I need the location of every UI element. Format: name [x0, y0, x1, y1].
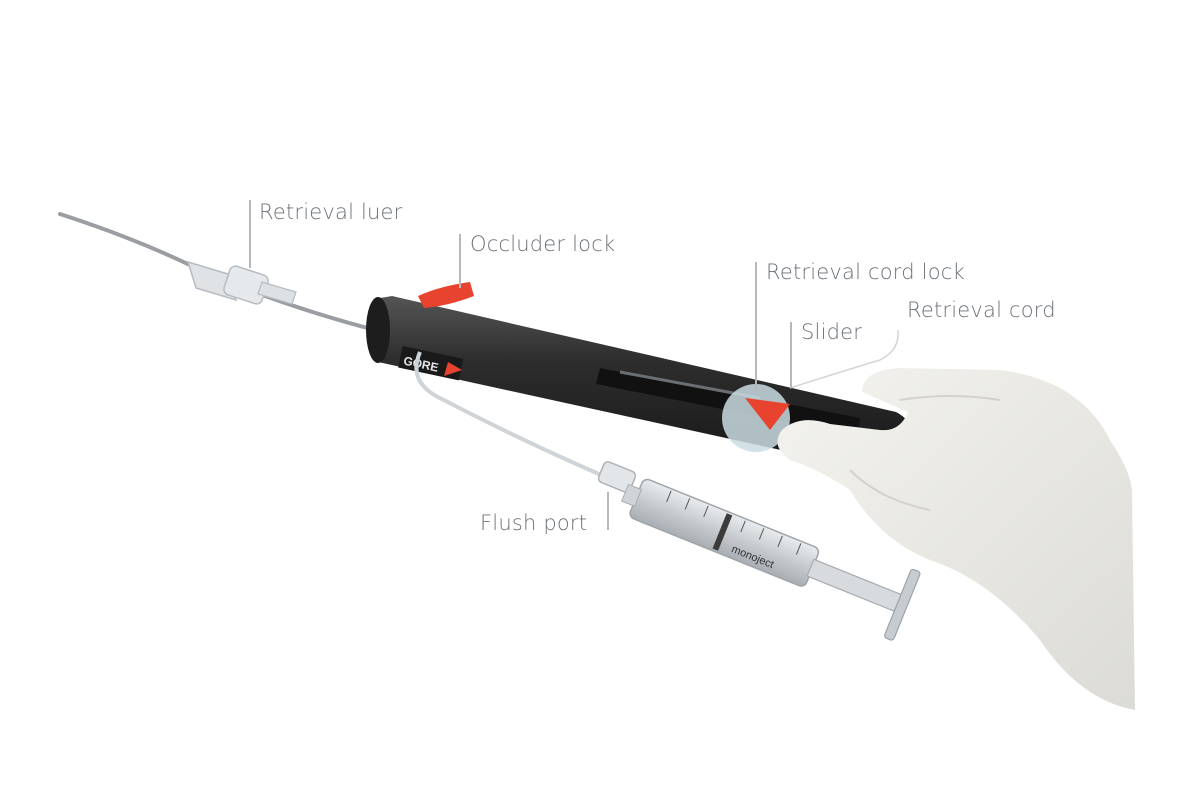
brand-mark: GORE — [398, 345, 464, 381]
retrieval-cord-lock-tab — [745, 398, 790, 430]
flush-port-connector — [597, 461, 637, 493]
occluder-lock-tab — [418, 282, 474, 308]
slider-assembly — [722, 384, 790, 452]
leader-occluder-lock — [459, 234, 461, 288]
leader-flush-port — [607, 492, 609, 530]
label-retrieval-cord: Retrieval cord — [907, 298, 1056, 322]
label-retrieval-cord-lock: Retrieval cord lock — [766, 260, 965, 284]
leader-retrieval-luer — [249, 200, 251, 268]
label-slider: Slider — [801, 320, 863, 344]
flush-tube — [414, 351, 609, 480]
label-flush-port: Flush port — [480, 511, 588, 535]
syringe: monoject — [621, 478, 921, 641]
retrieval-luer-connector — [186, 260, 297, 305]
retrieval-cord — [789, 329, 899, 389]
label-occluder-lock: Occluder lock — [470, 232, 616, 256]
gloved-hand — [777, 368, 1135, 710]
label-retrieval-luer: Retrieval luer — [259, 200, 403, 224]
leader-slider — [790, 322, 792, 388]
leader-retrieval-cord-lock — [755, 262, 757, 392]
